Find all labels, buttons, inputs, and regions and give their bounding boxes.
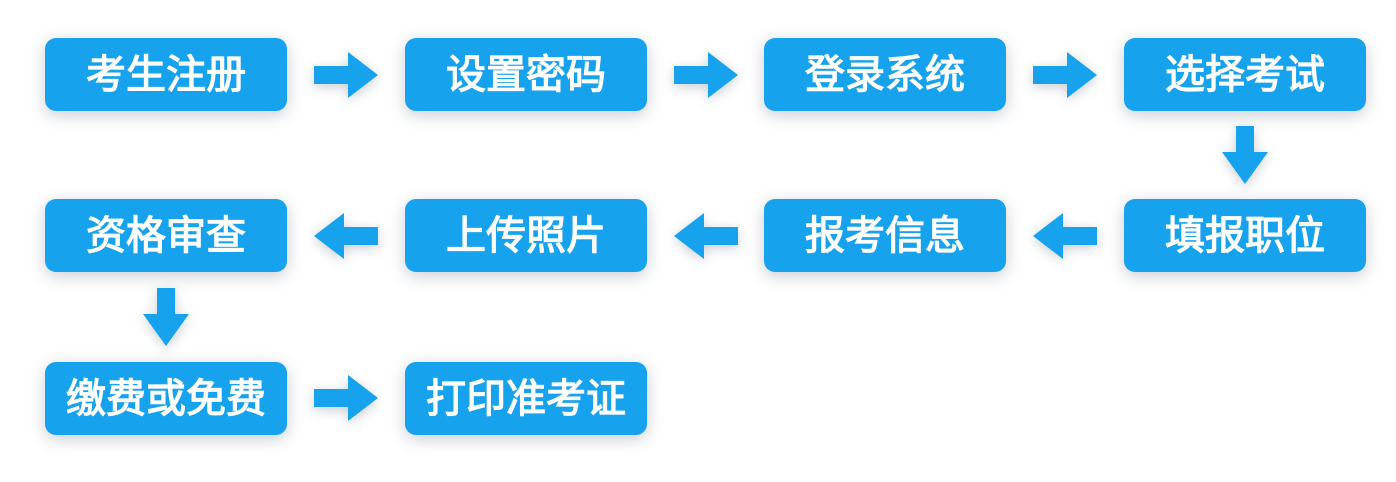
flow-step-select-exam: 选择考试: [1124, 38, 1366, 111]
flow-step-print-admission-ticket: 打印准考证: [405, 362, 647, 435]
flow-step-login-system: 登录系统: [764, 38, 1006, 111]
flow-step-set-password: 设置密码: [405, 38, 647, 111]
arrow-right-icon: [674, 52, 738, 98]
arrow-down-icon: [143, 288, 189, 346]
flow-step-candidate-registration: 考生注册: [45, 38, 287, 111]
flow-step-fill-position: 填报职位: [1124, 199, 1366, 272]
arrow-down-icon: [1222, 126, 1268, 184]
flow-step-upload-photo: 上传照片: [405, 199, 647, 272]
flow-step-application-info: 报考信息: [764, 199, 1006, 272]
flow-step-label: 登录系统: [805, 52, 965, 97]
flow-step-label: 选择考试: [1165, 52, 1325, 97]
flow-step-qualification-review: 资格审查: [45, 199, 287, 272]
arrow-right-icon: [314, 52, 378, 98]
arrow-left-icon: [674, 213, 738, 259]
flow-step-label: 打印准考证: [426, 376, 626, 421]
flow-step-label: 考生注册: [86, 52, 246, 97]
flow-step-label: 资格审查: [86, 213, 246, 258]
flow-step-label: 缴费或免费: [66, 376, 266, 421]
arrow-right-icon: [1033, 52, 1097, 98]
flow-step-label: 上传照片: [446, 213, 606, 258]
arrow-right-icon: [314, 375, 378, 421]
flow-step-label: 设置密码: [446, 52, 606, 97]
arrow-left-icon: [1033, 213, 1097, 259]
arrow-left-icon: [314, 213, 378, 259]
flow-step-label: 报考信息: [805, 213, 965, 258]
flow-step-pay-or-free: 缴费或免费: [45, 362, 287, 435]
flow-step-label: 填报职位: [1165, 213, 1325, 258]
